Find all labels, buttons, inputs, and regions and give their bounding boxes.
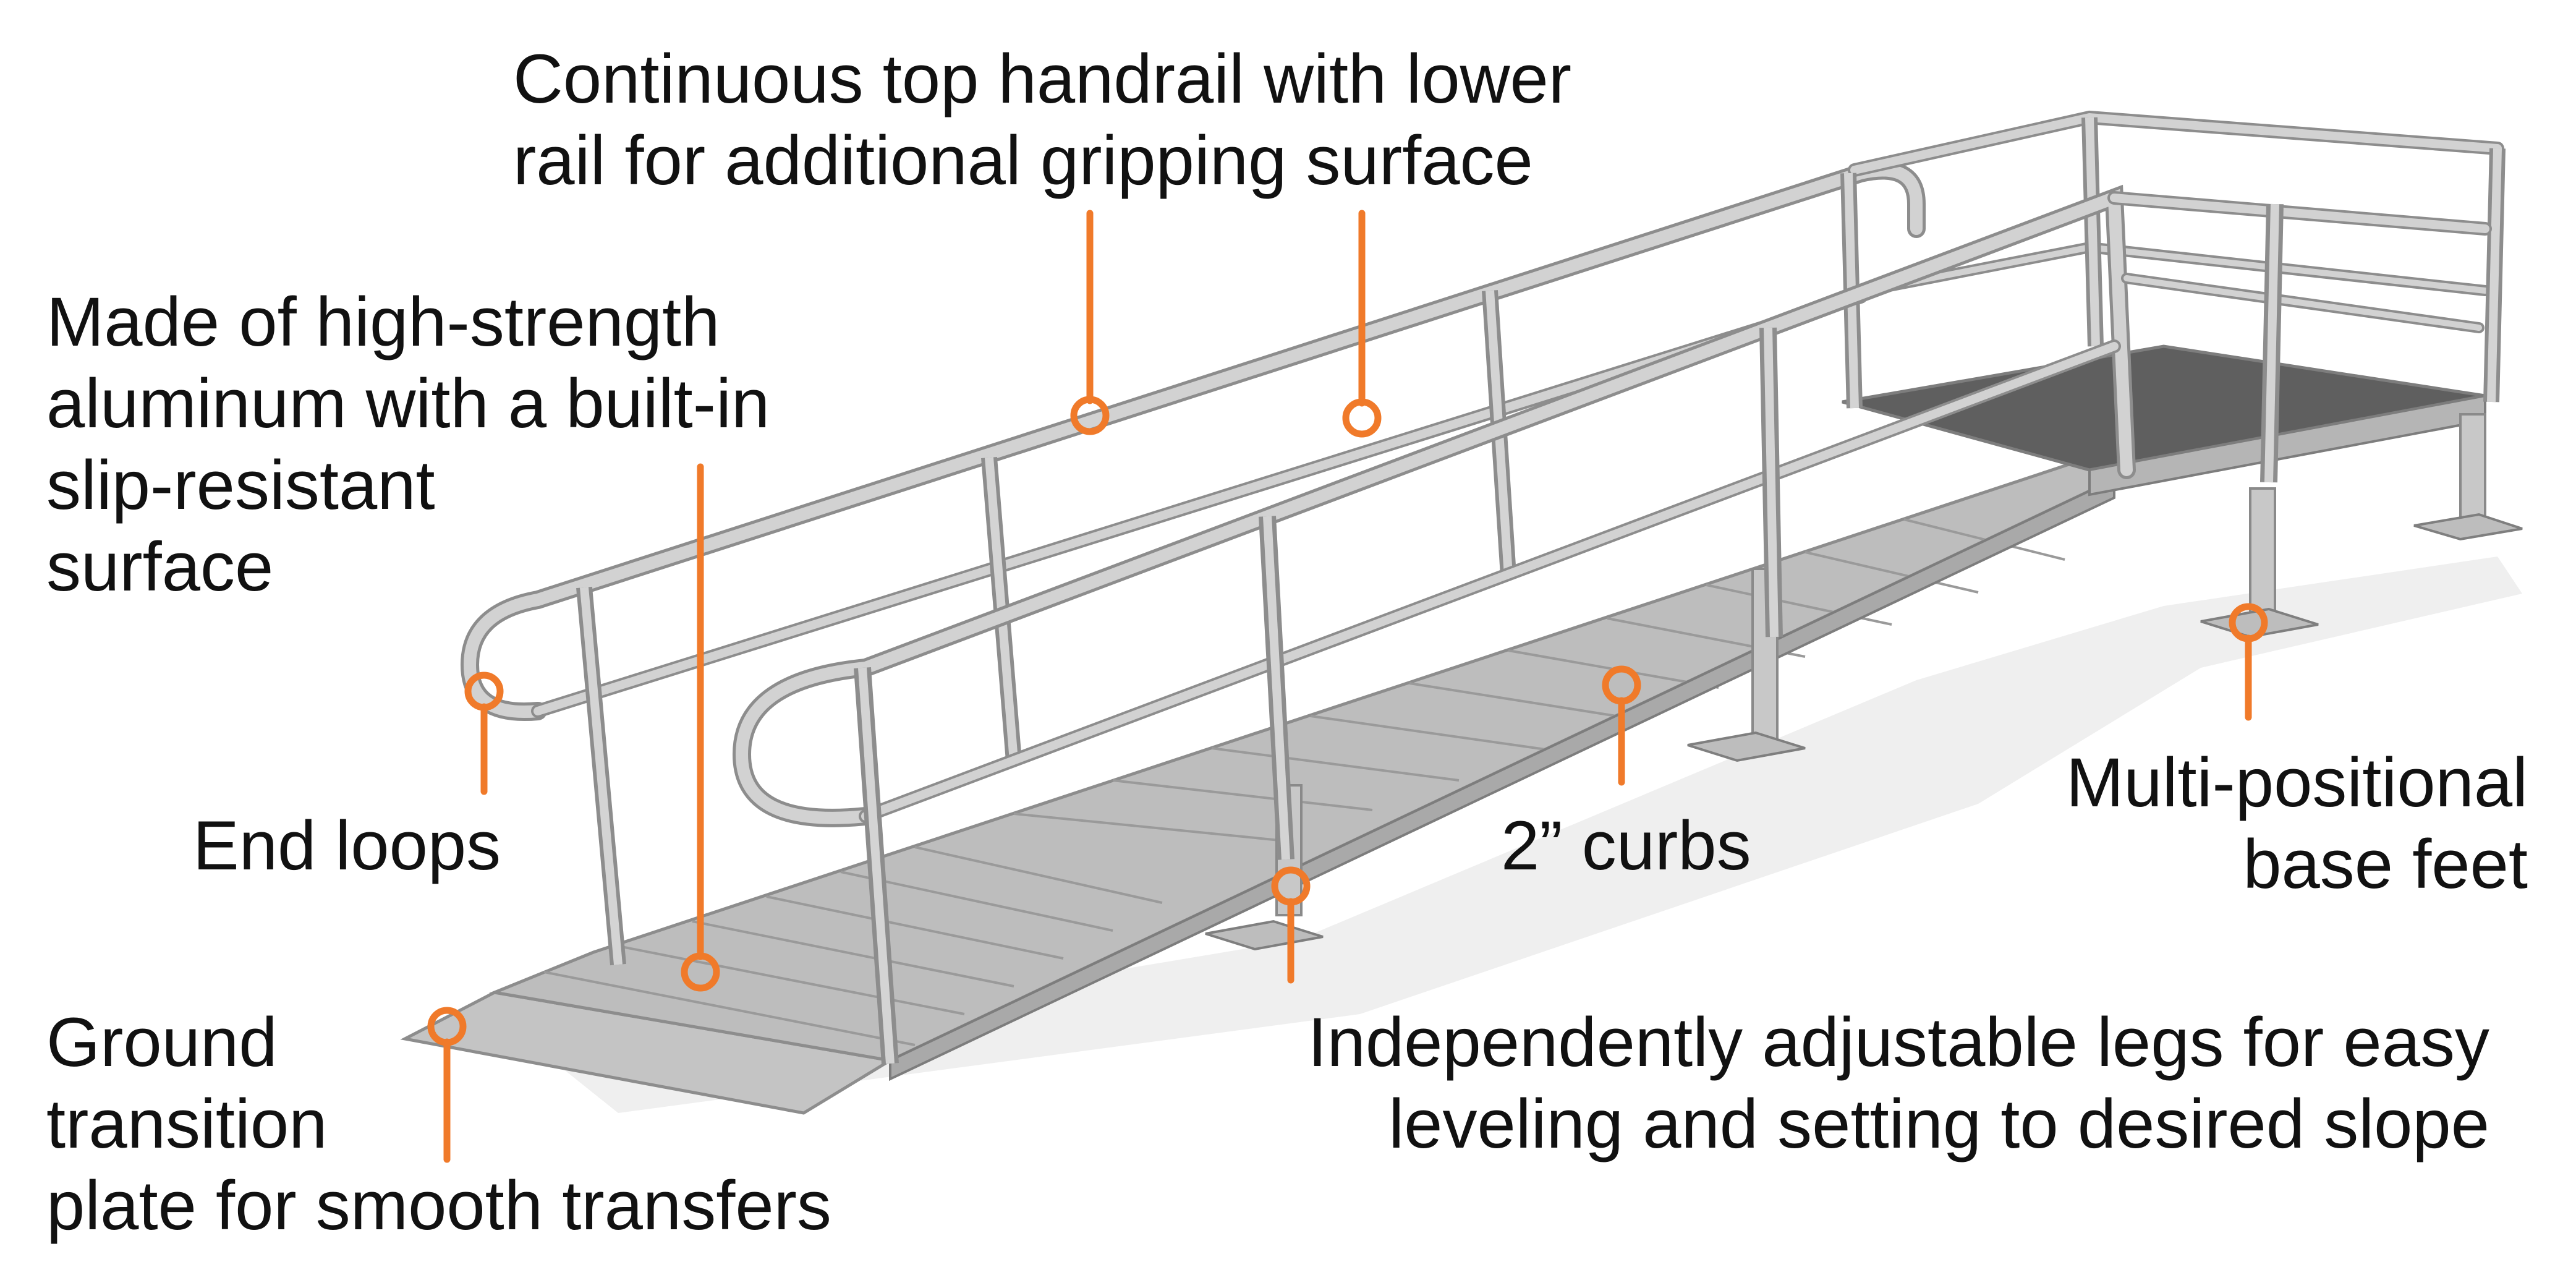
near-handrail xyxy=(732,184,2492,827)
ground-plate-marker xyxy=(427,1007,467,1046)
legs-label-line-2: leveling and setting to desired slope xyxy=(1388,1085,2489,1162)
base-feet-label-line-2: base feet xyxy=(2243,825,2528,903)
ground-plate-label-line-2: transition xyxy=(46,1085,328,1162)
handrail-callout-label: Continuous top handrail with lower rail … xyxy=(513,38,1571,202)
ground-plate-label-line-3: plate for smooth transfers xyxy=(46,1167,831,1244)
end-loops-label-line-1: End loops xyxy=(193,807,501,884)
aluminum-label-line-3: slip-resistant xyxy=(46,446,435,524)
legs-marker xyxy=(1271,866,1311,906)
base-feet-marker xyxy=(2229,603,2268,642)
near-rail-posts-highlight xyxy=(858,203,2279,1064)
handrail-label-line-1: Continuous top handrail with lower xyxy=(513,40,1572,117)
aluminum-callout-label: Made of high-strength aluminum with a bu… xyxy=(46,281,770,608)
aluminum-marker xyxy=(681,952,720,992)
handrail-marker-2 xyxy=(1342,398,1382,438)
end-loops-marker xyxy=(464,672,504,711)
aluminum-label-line-1: Made of high-strength xyxy=(46,283,720,360)
end-loops-callout-label: End loops xyxy=(193,805,501,887)
curbs-marker xyxy=(1602,665,1641,705)
handrail-marker-1 xyxy=(1070,396,1110,435)
base-feet-label-line-1: Multi-positional xyxy=(2066,744,2528,821)
callout-leaders xyxy=(427,210,2268,1163)
base-feet xyxy=(1205,513,2523,951)
deck-slats xyxy=(543,518,2065,1046)
ground-plate-callout-label: Ground transition plate for smooth trans… xyxy=(46,1002,831,1247)
curbs-label-line-1: 2” curbs xyxy=(1501,807,1751,884)
floor-shadow xyxy=(556,557,2522,1113)
ground-plate-label-line-1: Ground xyxy=(46,1004,278,1081)
legs-callout-label: Independently adjustable legs for easy l… xyxy=(1307,1002,2489,1165)
curbs-callout-label: 2” curbs xyxy=(1501,805,1751,887)
base-feet-callout-label: Multi-positional base feet xyxy=(2066,742,2528,905)
legs-label-line-1: Independently adjustable legs for easy xyxy=(1307,1004,2489,1081)
side-curb xyxy=(889,477,2115,1081)
aluminum-label-line-2: aluminum with a built-in xyxy=(46,365,770,442)
handrail-label-line-2: rail for additional gripping surface xyxy=(513,122,1533,199)
aluminum-label-line-4: surface xyxy=(46,528,274,605)
